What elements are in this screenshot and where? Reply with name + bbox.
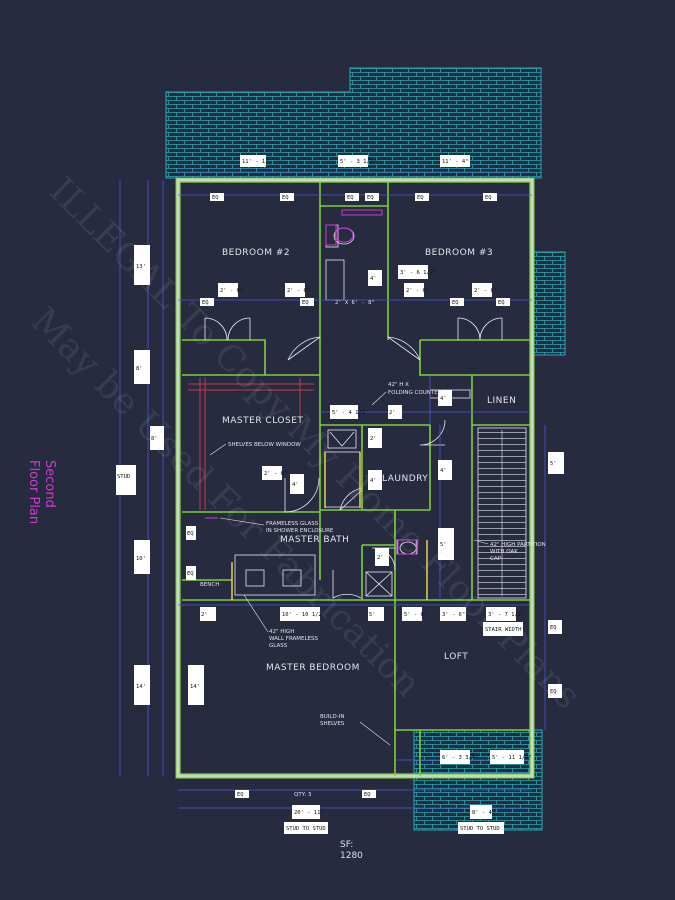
interior-walls — [182, 182, 530, 776]
note-frameless-2: IN SHOWER ENCLOSURE — [266, 528, 334, 534]
svg-text:8': 8' — [136, 366, 143, 372]
svg-text:2': 2' — [377, 555, 384, 561]
svg-text:5': 5' — [440, 542, 447, 548]
note-glass-1: 42" HIGH — [269, 629, 294, 635]
svg-text:4': 4' — [292, 482, 299, 488]
svg-text:EQ: EQ — [550, 689, 557, 695]
note-shelves: SHELVES BELOW WINDOW — [228, 442, 301, 448]
note-partition-42: 42" H X — [388, 382, 409, 388]
roof-top — [165, 67, 542, 179]
svg-text:14': 14' — [190, 684, 200, 690]
svg-text:EQ: EQ — [498, 300, 505, 306]
svg-text:2' - 6": 2' - 6" — [287, 288, 310, 294]
svg-text:STAIR WIDTH: STAIR WIDTH — [485, 627, 521, 633]
svg-text:5' - 4 1/2": 5' - 4 1/2" — [332, 410, 368, 416]
svg-text:2' - 6": 2' - 6" — [220, 288, 243, 294]
door-swings — [204, 317, 503, 599]
svg-text:EQ: EQ — [367, 195, 374, 201]
svg-text:EQ: EQ — [187, 571, 194, 577]
note-buildin-2: SHELVES — [320, 721, 345, 727]
svg-text:EQ: EQ — [282, 195, 289, 201]
svg-text:EQ: EQ — [237, 792, 244, 798]
note-glass-3: GLASS — [269, 643, 288, 649]
room-master-closet: MASTER CLOSET — [222, 416, 303, 426]
note-stair-partition-3: CAP — [490, 556, 502, 562]
svg-text:13': 13' — [136, 264, 146, 270]
closet-rods — [188, 378, 314, 510]
svg-text:3' - 7 1/2": 3' - 7 1/2" — [488, 612, 524, 618]
roof-right — [530, 251, 566, 356]
svg-text:5': 5' — [550, 461, 557, 467]
svg-text:14': 14' — [136, 684, 146, 690]
note-stair-partition-2: WITH OAK — [490, 549, 518, 555]
svg-text:2' - 6": 2' - 6" — [406, 288, 429, 294]
svg-text:EQ: EQ — [550, 625, 557, 631]
note-bench: BENCH — [200, 582, 219, 588]
svg-text:5' - 11 1/4": 5' - 11 1/4" — [492, 755, 532, 761]
plan-title-line-1: Second — [42, 460, 57, 508]
svg-text:10' - 10 1/2": 10' - 10 1/2" — [282, 612, 325, 618]
svg-text:2' X 6' - 8": 2' X 6' - 8" — [335, 300, 375, 306]
plan-title-line-2: Floor Plan — [26, 460, 41, 525]
svg-text:8': 8' — [151, 436, 158, 442]
svg-text:10': 10' — [136, 556, 146, 562]
svg-text:4': 4' — [370, 478, 377, 484]
note-folding-counter: FOLDING COUNTER — [388, 390, 442, 396]
svg-text:2': 2' — [370, 436, 377, 442]
dimension-tags: 11' - 1" 5' - 3 1/2" 11' - 4" EQ EQ EQ E… — [116, 155, 564, 834]
room-bedroom2: BEDROOM #2 — [222, 248, 290, 258]
svg-text:4': 4' — [440, 468, 447, 474]
svg-text:EQ: EQ — [347, 195, 354, 201]
annotations: SHELVES BELOW WINDOW FRAMELESS GLASS IN … — [200, 382, 546, 798]
svg-text:5': 5' — [369, 612, 376, 618]
room-master-bath: MASTER BATH — [280, 535, 349, 545]
room-labels: BEDROOM #2 BEDROOM #3 LINEN MASTER CLOSE… — [222, 248, 516, 673]
note-stair-partition-1: 42" HIGH PARTITION — [490, 542, 546, 548]
svg-text:2': 2' — [389, 410, 396, 416]
svg-text:STUD: STUD — [117, 474, 130, 480]
svg-text:11' - 4": 11' - 4" — [442, 159, 469, 165]
plan-title: Second Floor Plan — [25, 460, 57, 525]
sf-label: SF: — [340, 840, 354, 850]
svg-text:6' - 3 3/4": 6' - 3 3/4" — [442, 755, 478, 761]
glass-partitions — [231, 452, 428, 600]
svg-text:2' - 6": 2' - 6" — [474, 288, 497, 294]
note-buildin-1: BUILD-IN — [320, 714, 344, 720]
svg-text:5' - 6": 5' - 6" — [404, 612, 427, 618]
svg-text:EQ: EQ — [485, 195, 492, 201]
svg-text:8' - 4": 8' - 4" — [472, 810, 495, 816]
svg-text:STUD TO STUD: STUD TO STUD — [286, 826, 326, 832]
svg-text:EQ: EQ — [302, 300, 309, 306]
note-glass-2: WALL FRAMELESS — [269, 636, 319, 642]
svg-text:EQ: EQ — [452, 300, 459, 306]
svg-text:4': 4' — [440, 396, 447, 402]
leader-lines — [209, 391, 489, 746]
room-loft: LOFT — [444, 652, 468, 662]
svg-text:EQ: EQ — [202, 300, 209, 306]
room-bedroom3: BEDROOM #3 — [425, 248, 493, 258]
square-footage: SF: 1280 — [340, 840, 363, 862]
svg-text:11' - 1": 11' - 1" — [242, 159, 269, 165]
sf-value: 1280 — [340, 851, 363, 861]
svg-text:3' - 6": 3' - 6" — [442, 612, 465, 618]
svg-text:2': 2' — [201, 612, 208, 618]
svg-text:4': 4' — [370, 276, 377, 282]
svg-text:EQ: EQ — [417, 195, 424, 201]
room-laundry: LAUNDRY — [382, 474, 428, 484]
room-master-bedroom: MASTER BEDROOM — [266, 663, 360, 673]
room-linen: LINEN — [487, 396, 516, 406]
svg-text:EQ: EQ — [187, 531, 194, 537]
svg-text:EQ: EQ — [212, 195, 219, 201]
svg-text:STUD TO STUD: STUD TO STUD — [460, 826, 500, 832]
svg-text:20' - 11": 20' - 11" — [294, 810, 324, 816]
note-qty: QTY: 3 — [294, 792, 312, 798]
outer-walls — [175, 177, 535, 779]
svg-text:2' - 6": 2' - 6" — [264, 471, 287, 477]
svg-text:EQ: EQ — [364, 792, 371, 798]
note-frameless-1: FRAMELESS GLASS — [266, 521, 319, 527]
svg-text:5' - 3 1/2": 5' - 3 1/2" — [340, 159, 376, 165]
svg-text:3' - 6 1/2": 3' - 6 1/2" — [400, 270, 436, 276]
